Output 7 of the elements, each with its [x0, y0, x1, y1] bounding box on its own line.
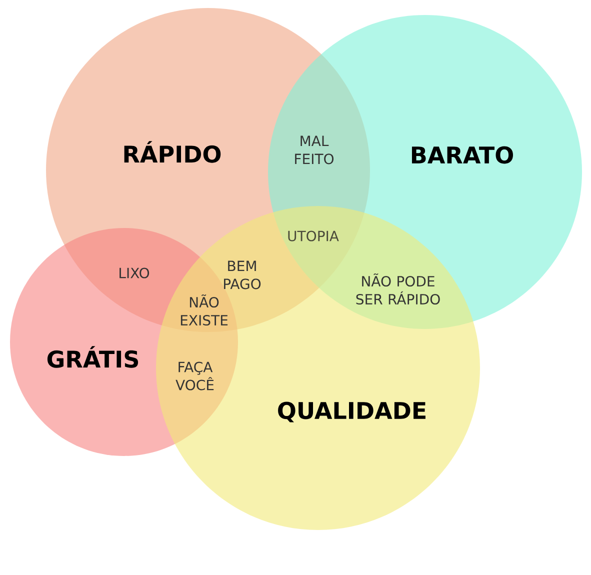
- region-label: NÃO EXISTE: [180, 294, 228, 326]
- region-label: MAL FEITO: [295, 136, 334, 164]
- region-label: UTOPIA: [288, 230, 339, 242]
- region-label: FAÇA VOCÊ: [176, 362, 214, 390]
- region-label: LIXO: [120, 268, 150, 278]
- region-label: NÃO PODE SER RÁPIDO: [356, 273, 440, 305]
- region-label: BEM PAGO: [224, 260, 261, 290]
